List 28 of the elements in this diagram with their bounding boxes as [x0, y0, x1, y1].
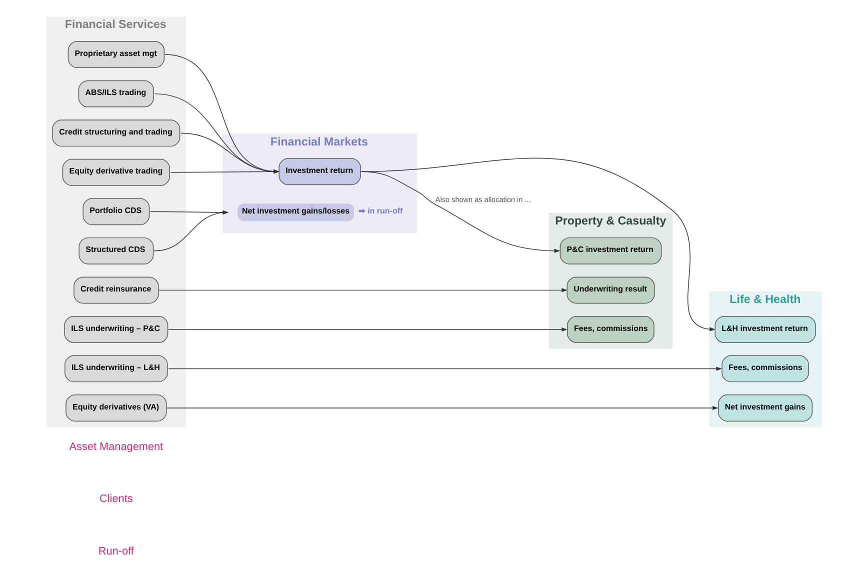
arrow	[168, 366, 722, 371]
node-box: L&H investment return	[714, 316, 816, 343]
node-box: Credit reinsurance	[73, 276, 158, 304]
node-box: Equity derivatives (VA)	[65, 394, 166, 422]
node-box: Equity derivative trading	[62, 158, 170, 186]
node-box: ABS/ILS trading	[78, 80, 154, 108]
arrow	[166, 406, 718, 410]
node-label: ➡ in run-off	[358, 206, 402, 216]
arrow	[168, 327, 567, 332]
node-box: P&C investment return	[559, 237, 662, 264]
node-box: Investment return	[278, 158, 360, 186]
node-box: ILS underwriting – L&H	[64, 355, 168, 382]
node-box: Portfolio CDS	[82, 198, 150, 226]
node-box: Net investment gains	[718, 394, 812, 422]
node-box: Fees, commissions	[566, 316, 654, 343]
node-box: Net investment gains/losses	[237, 204, 354, 222]
label: Clients	[99, 493, 132, 506]
node-box: Structured CDS	[78, 237, 154, 264]
node-box: ILS underwriting – P&C	[64, 316, 168, 343]
edge-label: Also shown as allocation in ...	[434, 195, 530, 204]
arrow	[158, 288, 567, 292]
label: Asset Management	[68, 440, 163, 453]
label: Run-off	[98, 546, 134, 558]
node-box: Underwriting result	[566, 276, 654, 304]
node-box: Fees, commissions	[721, 355, 808, 382]
node-box: Proprietary asset mgt	[67, 41, 164, 68]
node-box: Credit structuring and trading	[52, 120, 180, 147]
arrow	[360, 158, 715, 332]
